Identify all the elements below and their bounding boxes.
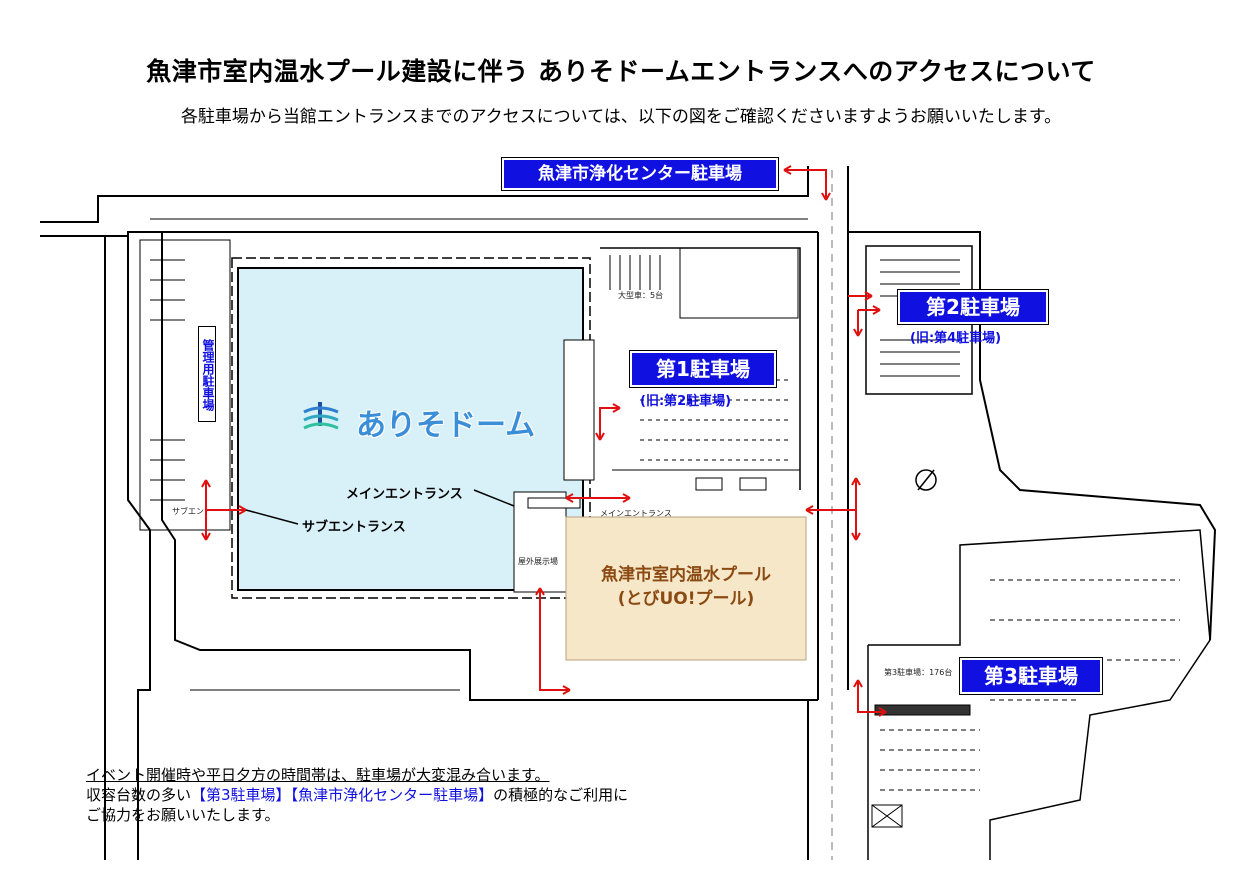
- notice-line2-post: の積極的なご利用に: [493, 786, 629, 804]
- pool-building: [565, 516, 807, 661]
- page-subtitle: 各駐車場から当館エントランスまでのアクセスについては、以下の図をご確認くださいま…: [180, 107, 1062, 127]
- notice-line2-pre: 収容台数の多い: [86, 786, 192, 804]
- access-arrows: [201, 165, 887, 717]
- notice-line2: 収容台数の多い【第3駐車場】【魚津市浄化センター駐車場】の積極的なご利用に: [86, 785, 628, 805]
- facility-name: ありそドーム: [356, 408, 536, 443]
- main-entrance-small-label: メインエントランス: [600, 509, 672, 518]
- north-arrow-icon: [915, 469, 937, 491]
- sub-entrance-label: サブエントランス: [302, 520, 406, 535]
- pool-name-line2: (とびUO!プール): [617, 589, 755, 609]
- notice: イベント開催時や平日夕方の時間帯は、駐車場が大変混み合います。 収容台数の多い【…: [86, 765, 628, 825]
- staff-parking-label: 管理用駐車場: [198, 326, 216, 422]
- pool-name-line1: 魚津市室内温水プール: [601, 565, 771, 585]
- parking-label-sewage-center: 魚津市浄化センター駐車場: [502, 158, 778, 190]
- notice-highlight-sewage: 【魚津市浄化センター駐車場】: [290, 786, 494, 804]
- large-vehicle-label: 大型車：5台: [618, 291, 664, 300]
- page-title: 魚津市室内温水プール建設に伴う ありそドームエントランスへのアクセスについて: [146, 57, 1096, 86]
- parking-label-lot3: 第3駐車場: [960, 658, 1102, 694]
- sub-entrance-small-label: サブエン: [172, 507, 204, 516]
- notice-line1: イベント開催時や平日夕方の時間帯は、駐車場が大変混み合います。: [86, 766, 550, 784]
- dome-building: [231, 257, 595, 599]
- parking-label-lot1: 第1駐車場: [630, 351, 776, 387]
- parking-lot1-note: (旧:第2駐車場): [640, 394, 732, 409]
- notice-highlight-lot3: 【第3駐車場】: [191, 786, 291, 804]
- parking-label-lot2: 第2駐車場: [898, 290, 1048, 324]
- outdoor-exhibit-label: 屋外展示場: [518, 557, 558, 566]
- pool-name: 魚津市室内温水プール (とびUO!プール): [566, 563, 806, 611]
- main-entrance-label: メインエントランス: [346, 487, 463, 502]
- parking-lot2-note: (旧:第4駐車場): [910, 331, 1002, 346]
- lot3-capacity-label: 第3駐車場：176台: [884, 668, 953, 677]
- notice-line3: ご協力をお願いいたします。: [86, 806, 280, 824]
- dome-logo-icon: [303, 402, 339, 430]
